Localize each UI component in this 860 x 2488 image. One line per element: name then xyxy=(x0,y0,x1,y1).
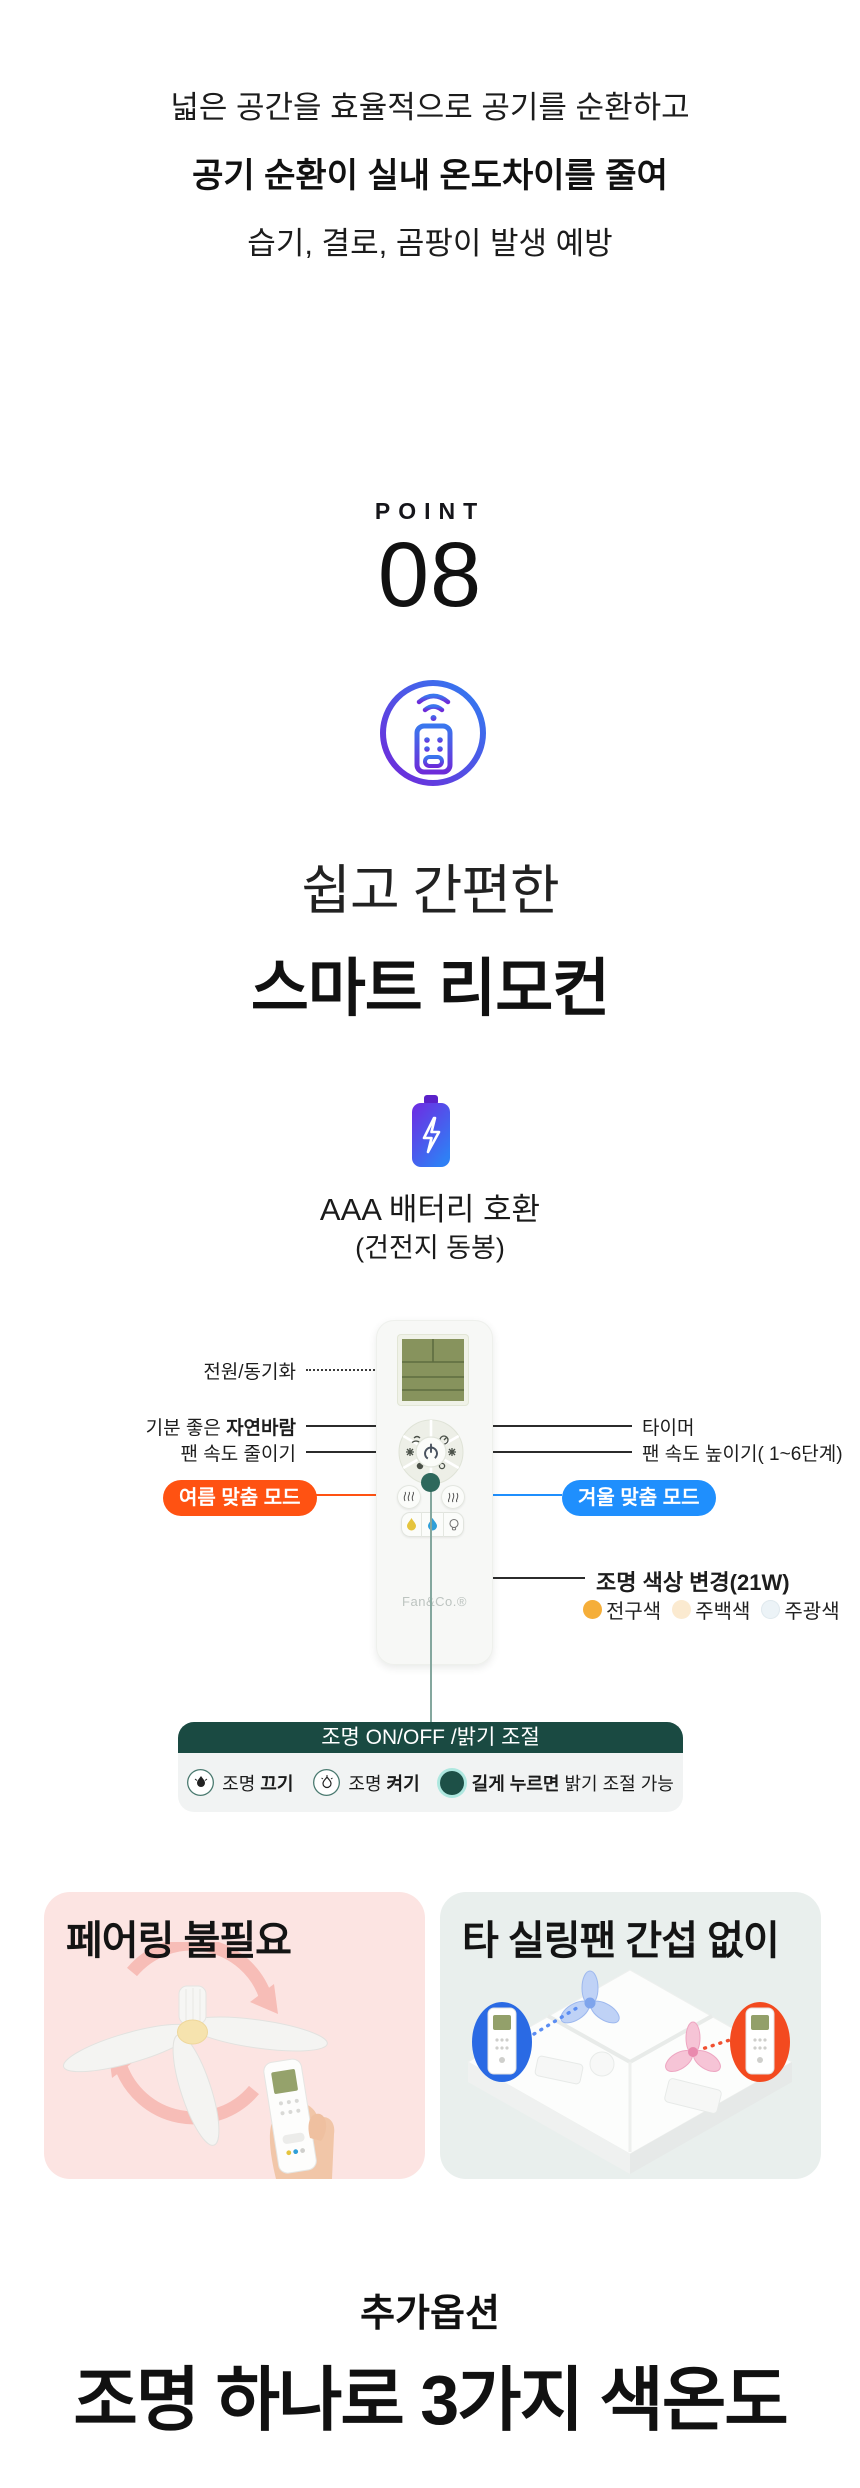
fan-with-remote-illustration xyxy=(63,1942,335,2179)
section-title: 스마트 리모컨 xyxy=(250,954,610,1024)
legend-item: 주광색 xyxy=(761,1595,840,1624)
light-color-button-group xyxy=(401,1512,464,1537)
cool-light-button xyxy=(422,1512,444,1537)
intro-line-1: 넓은 공간을 효율적으로 공기를 순환하고 xyxy=(170,90,690,125)
blue-signal-line xyxy=(532,2004,582,2036)
remote-illustration xyxy=(263,2058,317,2174)
callout-timer-label: 타이머 xyxy=(642,1418,695,1439)
light-off-item: 조명 끄기 xyxy=(187,1769,293,1796)
left-remote xyxy=(472,2002,532,2082)
callout-line xyxy=(292,1494,404,1496)
light-control-panel: 조명 ON/OFF /밝기 조절 조명 끄기 조명 켜기 길게 누르면 밝기 조… xyxy=(178,1722,683,1812)
intro-text: 넓은 공간을 효율적으로 공기를 순환하고 공기 순환이 실내 온도차이를 줄여… xyxy=(0,74,860,278)
footer-headline: 조명 하나로 3가지 색온도 xyxy=(73,2361,788,2439)
speed-up-button-icon xyxy=(448,1448,456,1456)
power-button-icon xyxy=(424,1443,438,1461)
warm-color-swatch xyxy=(583,1600,602,1619)
daylight-color-swatch xyxy=(761,1600,781,1619)
rooms-illustration xyxy=(466,1969,794,2174)
light-button-pointer-line xyxy=(430,1482,432,1722)
light-off-button-icon xyxy=(416,1462,424,1470)
panel-body: 조명 끄기 조명 켜기 길게 누르면 밝기 조절 가능 xyxy=(178,1753,683,1812)
callout-power-sync-label: 전원/동기화 xyxy=(203,1362,296,1383)
callout-line xyxy=(457,1425,632,1427)
no-pairing-title: 페어링 불필요 xyxy=(66,1919,292,1963)
winter-mode-badge: 겨울 맞춤 모드 xyxy=(562,1480,716,1516)
remote-nav-ring xyxy=(398,1419,464,1485)
bulb-off-icon xyxy=(187,1769,215,1796)
callout-light-color-label: 조명 색상 변경(21W) xyxy=(596,1570,790,1595)
warm-light-button xyxy=(401,1512,423,1537)
callout-line xyxy=(306,1451,395,1453)
intro-line-2: 공기 순환이 실내 온도차이를 줄여 xyxy=(192,157,668,195)
callout-line xyxy=(467,1451,632,1453)
panel-header: 조명 ON/OFF /밝기 조절 xyxy=(178,1722,683,1753)
red-signal-line xyxy=(700,2036,738,2051)
remote-lcd-screen xyxy=(402,1339,464,1401)
point-number: 08 xyxy=(377,524,483,626)
point-label: POINT xyxy=(374,498,486,524)
legend-item: 주백색 xyxy=(672,1595,750,1624)
winter-mode-button xyxy=(441,1485,465,1509)
bulb-on-icon xyxy=(313,1769,341,1796)
callout-speed-down-label: 팬 속도 줄이기 xyxy=(180,1444,296,1465)
neutral-color-swatch xyxy=(672,1600,692,1619)
summer-mode-button xyxy=(397,1485,421,1509)
color-temperature-legend: 전구색 주백색 주광색 xyxy=(583,1595,851,1624)
light-control-button xyxy=(421,1473,440,1492)
no-interference-card: 타 실링팬 간섭 없이 xyxy=(440,1892,821,2179)
intro-line-3: 습기, 결로, 곰팡이 발생 예방 xyxy=(247,226,613,261)
remote-wifi-icon xyxy=(380,680,486,786)
callout-line xyxy=(306,1425,406,1427)
battery-included-text: (건전지 동봉) xyxy=(355,1233,505,1263)
callout-speed-up-label: 팬 속도 높이기( 1~6단계) xyxy=(642,1444,843,1465)
speed-down-button-icon xyxy=(406,1448,414,1456)
battery-bolt-icon xyxy=(412,1095,450,1167)
legend-item: 전구색 xyxy=(583,1595,661,1624)
right-remote xyxy=(730,2002,790,2082)
light-on-item: 조명 켜기 xyxy=(313,1769,420,1796)
footer-eyebrow: 추가옵션 xyxy=(360,2293,500,2335)
callout-line xyxy=(461,1494,562,1496)
blue-fan xyxy=(560,1970,620,2024)
callout-line xyxy=(455,1577,585,1579)
bulb-button xyxy=(444,1512,464,1537)
no-pairing-card: 페어링 불필요 xyxy=(44,1892,425,2179)
light-on-button-icon xyxy=(438,1462,446,1470)
pink-fan xyxy=(665,2021,721,2072)
long-press-item: 길게 누르면 밝기 조절 가능 xyxy=(439,1770,674,1796)
callout-dotted-line xyxy=(306,1369,426,1371)
battery-compat-text: AAA 배터리 호환 xyxy=(319,1192,541,1227)
summer-mode-badge: 여름 맞춤 모드 xyxy=(163,1480,317,1516)
brand-logo: Fan&Co.® xyxy=(402,1594,467,1609)
callout-natural-breeze-label: 기분 좋은 자연바람 xyxy=(145,1418,296,1439)
teal-button-icon xyxy=(439,1770,464,1795)
section-subtitle: 쉽고 간편한 xyxy=(301,861,559,921)
no-interference-title: 타 실링팬 간섭 없이 xyxy=(462,1919,780,1963)
